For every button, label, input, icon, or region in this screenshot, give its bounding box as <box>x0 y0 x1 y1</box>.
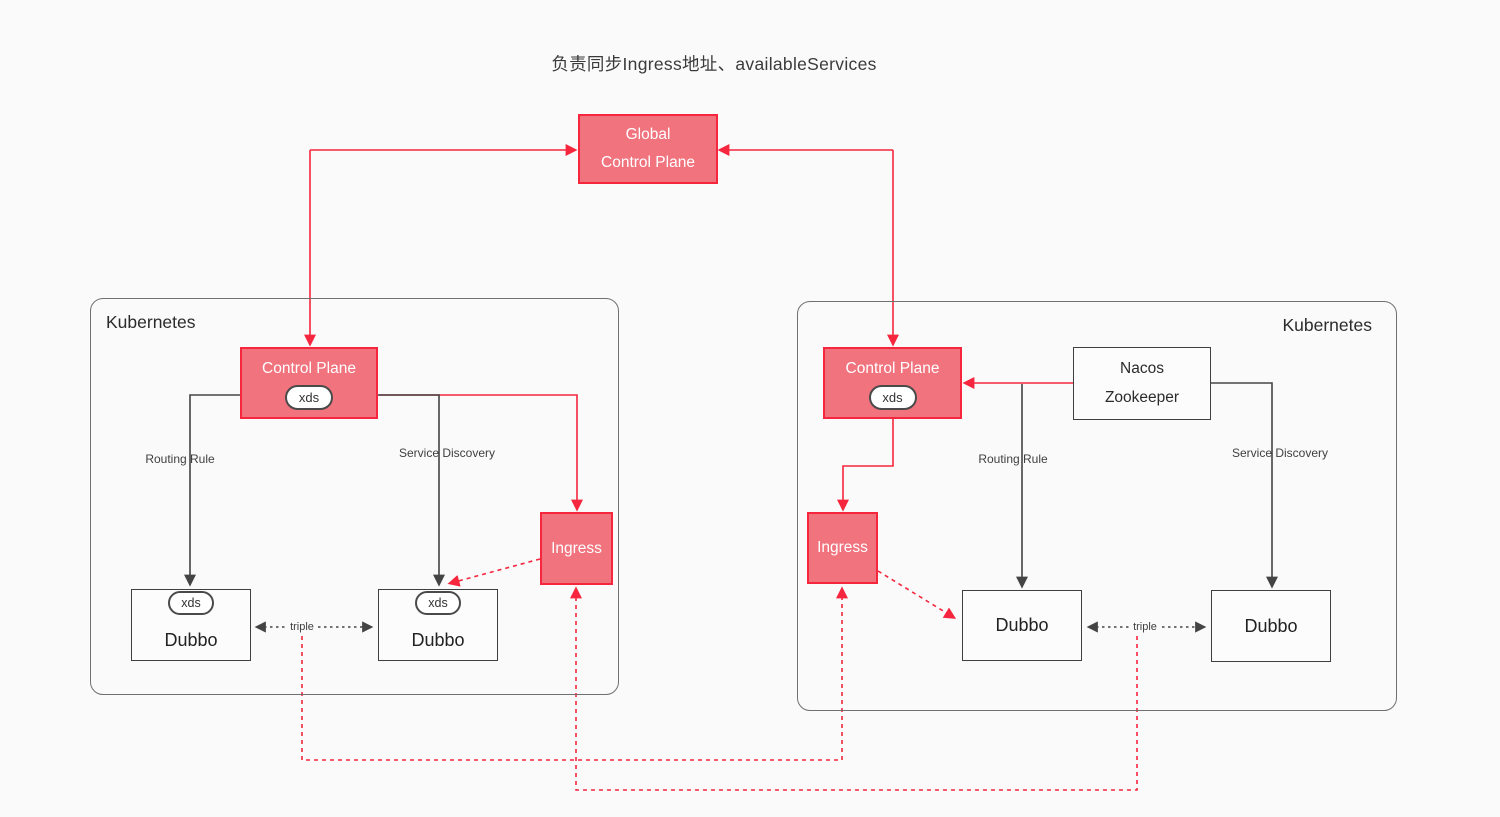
right-triple-label: triple <box>1130 621 1160 633</box>
global-control-plane-line2: Control Plane <box>601 154 695 171</box>
cluster-left: Kubernetes <box>90 298 619 695</box>
edge-right-cp-to-ingress <box>837 419 894 512</box>
cluster-right-label: Kubernetes <box>1282 315 1372 335</box>
cluster-left-label: Kubernetes <box>106 312 196 332</box>
right-routing-rule-label: Routing Rule <box>978 452 1048 466</box>
left-dubbo2-label: Dubbo <box>411 630 465 650</box>
left-dubbo1-xds-badge: xds <box>168 591 214 615</box>
edge-right-triple-to-left-ingress <box>570 586 1138 791</box>
right-control-plane-label: Control Plane <box>845 360 940 377</box>
left-dubbo2-xds-badge: xds <box>415 591 461 615</box>
right-dubbo2-label: Dubbo <box>1244 615 1298 636</box>
cluster-right: Kubernetes <box>797 301 1397 711</box>
left-routing-rule-label: Routing Rule <box>145 452 215 466</box>
right-dubbo1-box: Dubbo <box>962 590 1082 661</box>
right-ingress-box: Ingress <box>807 512 878 584</box>
right-ingress-label: Ingress <box>817 539 868 556</box>
left-dubbo1-label: Dubbo <box>164 630 218 650</box>
global-control-plane-line1: Global <box>625 126 671 143</box>
left-dubbo1-box: xds Dubbo <box>131 589 251 661</box>
left-triple-label: triple <box>287 621 317 633</box>
edge-right-service-discovery <box>1211 382 1278 589</box>
right-control-plane-box: Control Plane xds <box>823 347 962 419</box>
registry-line2: Zookeeper <box>1104 389 1180 407</box>
registry-line1: Nacos <box>1120 359 1164 377</box>
left-control-plane-label: Control Plane <box>262 360 356 377</box>
registry-box: Nacos Zookeeper <box>1073 347 1211 420</box>
right-dubbo1-label: Dubbo <box>995 615 1049 635</box>
right-dubbo2-box: Dubbo <box>1211 590 1331 662</box>
edge-right-ingress-to-dubbo <box>877 570 957 619</box>
global-control-plane-box: Global Control Plane <box>578 114 718 184</box>
right-control-plane-xds-badge: xds <box>868 385 917 410</box>
edge-left-triple-to-right-ingress <box>301 586 848 761</box>
left-control-plane-xds-badge: xds <box>285 385 333 410</box>
left-service-discovery-label: Service Discovery <box>398 446 496 460</box>
left-dubbo2-box: xds Dubbo <box>378 589 498 661</box>
diagram-title: 负责同步Ingress地址、availableServices <box>551 54 877 74</box>
left-ingress-label: Ingress <box>551 539 602 557</box>
edge-left-cp-to-ingress <box>379 394 583 512</box>
right-service-discovery-label: Service Discovery <box>1231 446 1329 460</box>
left-ingress-box: Ingress <box>540 512 613 585</box>
left-control-plane-box: Control Plane xds <box>240 347 378 419</box>
